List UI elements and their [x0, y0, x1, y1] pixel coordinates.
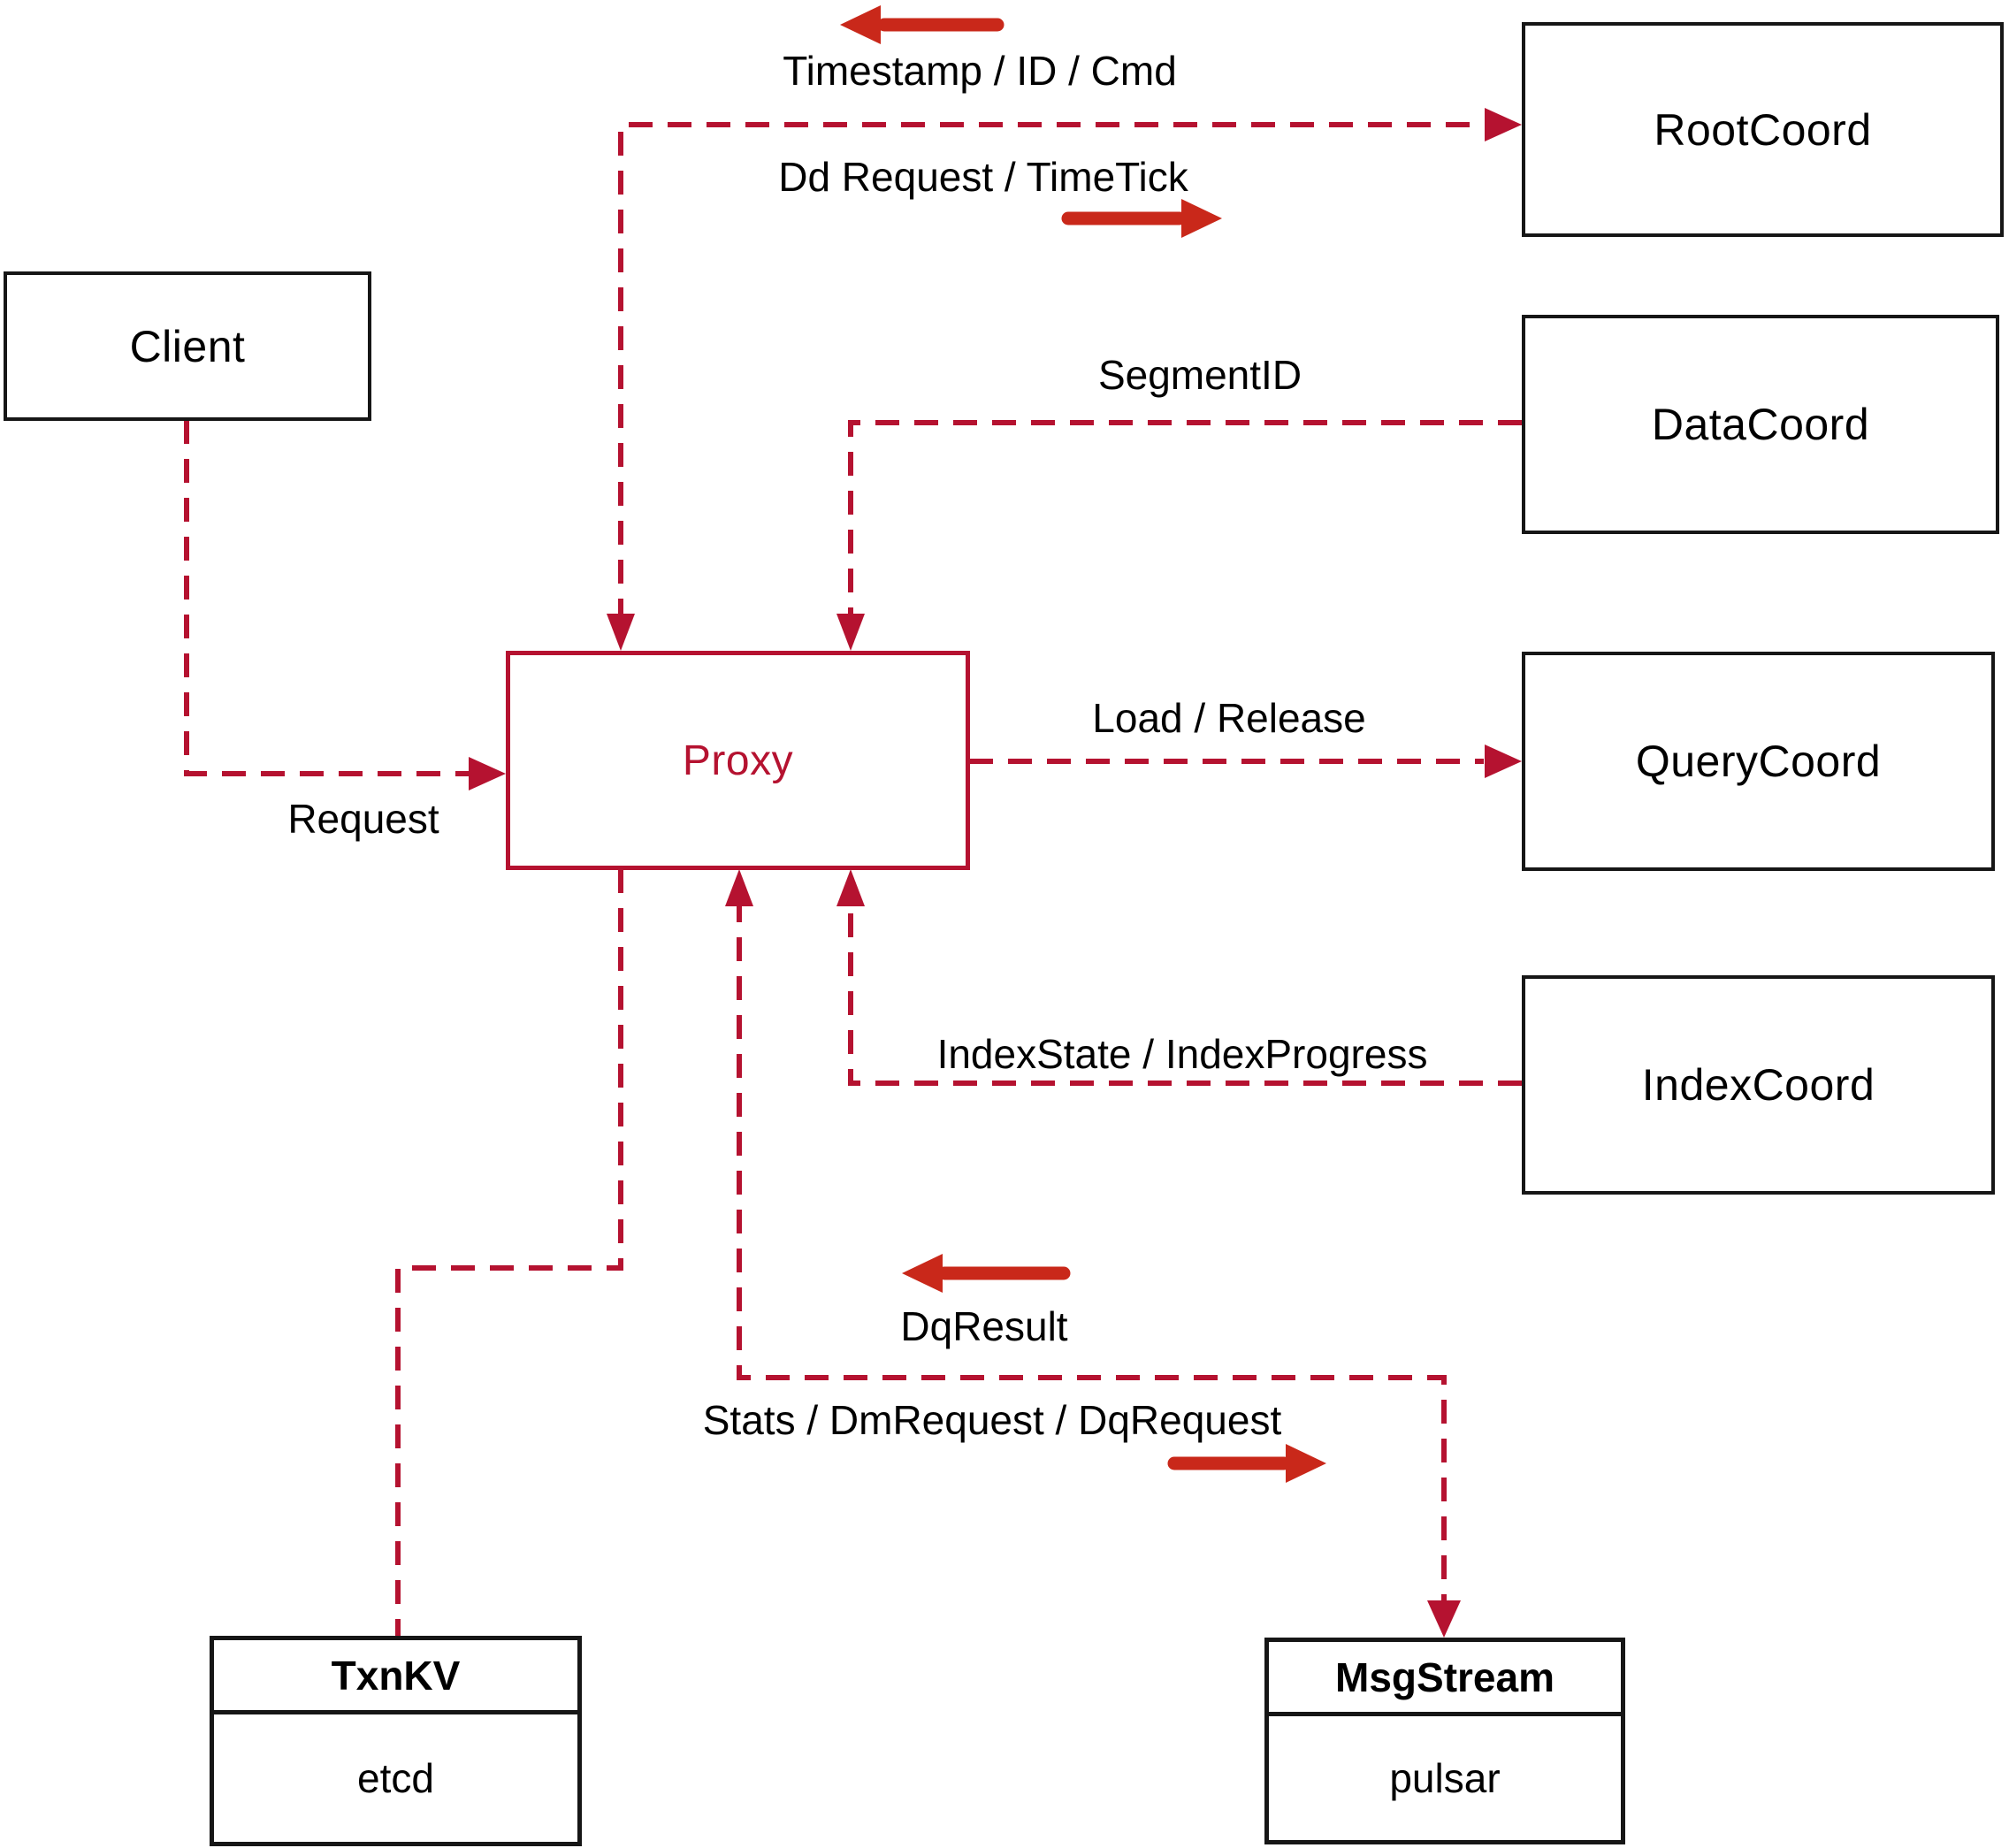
edge-label-timestamp-id-cmd: Timestamp / ID / Cmd [783, 48, 1177, 94]
return-arrow-rootcoord [840, 5, 1004, 44]
arrowhead-into-msgstream [1427, 1600, 1461, 1638]
wire-client-proxy [184, 420, 469, 776]
arrowhead-into-proxy-left [469, 757, 506, 790]
node-querycoord: QueryCoord [1522, 652, 1995, 871]
node-txnkv-impl: etcd [357, 1755, 434, 1801]
edge-label-indexstate-indexprogress: IndexState / IndexProgress [936, 1031, 1428, 1077]
arrowhead-into-proxy-top-left [607, 614, 635, 651]
node-client: Client [4, 271, 371, 421]
edge-label-stats-dmrequest-dqrequest: Stats / DmRequest / DqRequest [702, 1397, 1282, 1443]
node-client-label: Client [129, 321, 246, 371]
edge-label-dd-request-timetick: Dd Request / TimeTick [778, 154, 1188, 200]
edge-label-request: Request [287, 796, 439, 842]
wire-indexcoord-proxy [848, 898, 1522, 1086]
node-txnkv: TxnKV etcd [210, 1636, 582, 1846]
node-txnkv-title: TxnKV [214, 1640, 577, 1714]
node-indexcoord-label: IndexCoord [1641, 1060, 1875, 1110]
wire-proxy-rootcoord [618, 122, 1484, 622]
node-querycoord-label: QueryCoord [1635, 737, 1882, 786]
send-arrow-rootcoord [1061, 199, 1222, 238]
node-proxy: Proxy [506, 651, 970, 870]
node-rootcoord: RootCoord [1522, 22, 2004, 237]
arrowhead-into-proxy-bottom-right [836, 869, 865, 906]
node-indexcoord: IndexCoord [1522, 975, 1995, 1195]
wire-datacoord-proxy [848, 420, 1522, 622]
send-arrow-msgstream [1167, 1444, 1326, 1483]
arrowhead-into-querycoord [1485, 745, 1522, 778]
wire-proxy-msgstream [737, 898, 1447, 1609]
wire-proxy-txnkv [395, 869, 623, 1636]
node-msgstream-impl: pulsar [1389, 1755, 1501, 1801]
node-msgstream: MsgStream pulsar [1264, 1638, 1625, 1844]
node-datacoord: DataCoord [1522, 315, 1999, 534]
node-datacoord-label: DataCoord [1651, 400, 1870, 449]
edge-label-segmentid: SegmentID [1097, 352, 1302, 398]
arrowhead-into-rootcoord [1485, 108, 1522, 141]
edge-label-dqresult: DqResult [900, 1303, 1068, 1349]
arrowhead-into-proxy-bottom-mid [725, 869, 753, 906]
edge-label-load-release: Load / Release [1092, 695, 1366, 741]
node-proxy-label: Proxy [682, 737, 794, 784]
return-arrow-msgstream [902, 1254, 1071, 1293]
node-msgstream-title: MsgStream [1269, 1642, 1621, 1716]
node-rootcoord-label: RootCoord [1654, 104, 1872, 155]
arrowhead-into-proxy-top-right [836, 614, 865, 651]
